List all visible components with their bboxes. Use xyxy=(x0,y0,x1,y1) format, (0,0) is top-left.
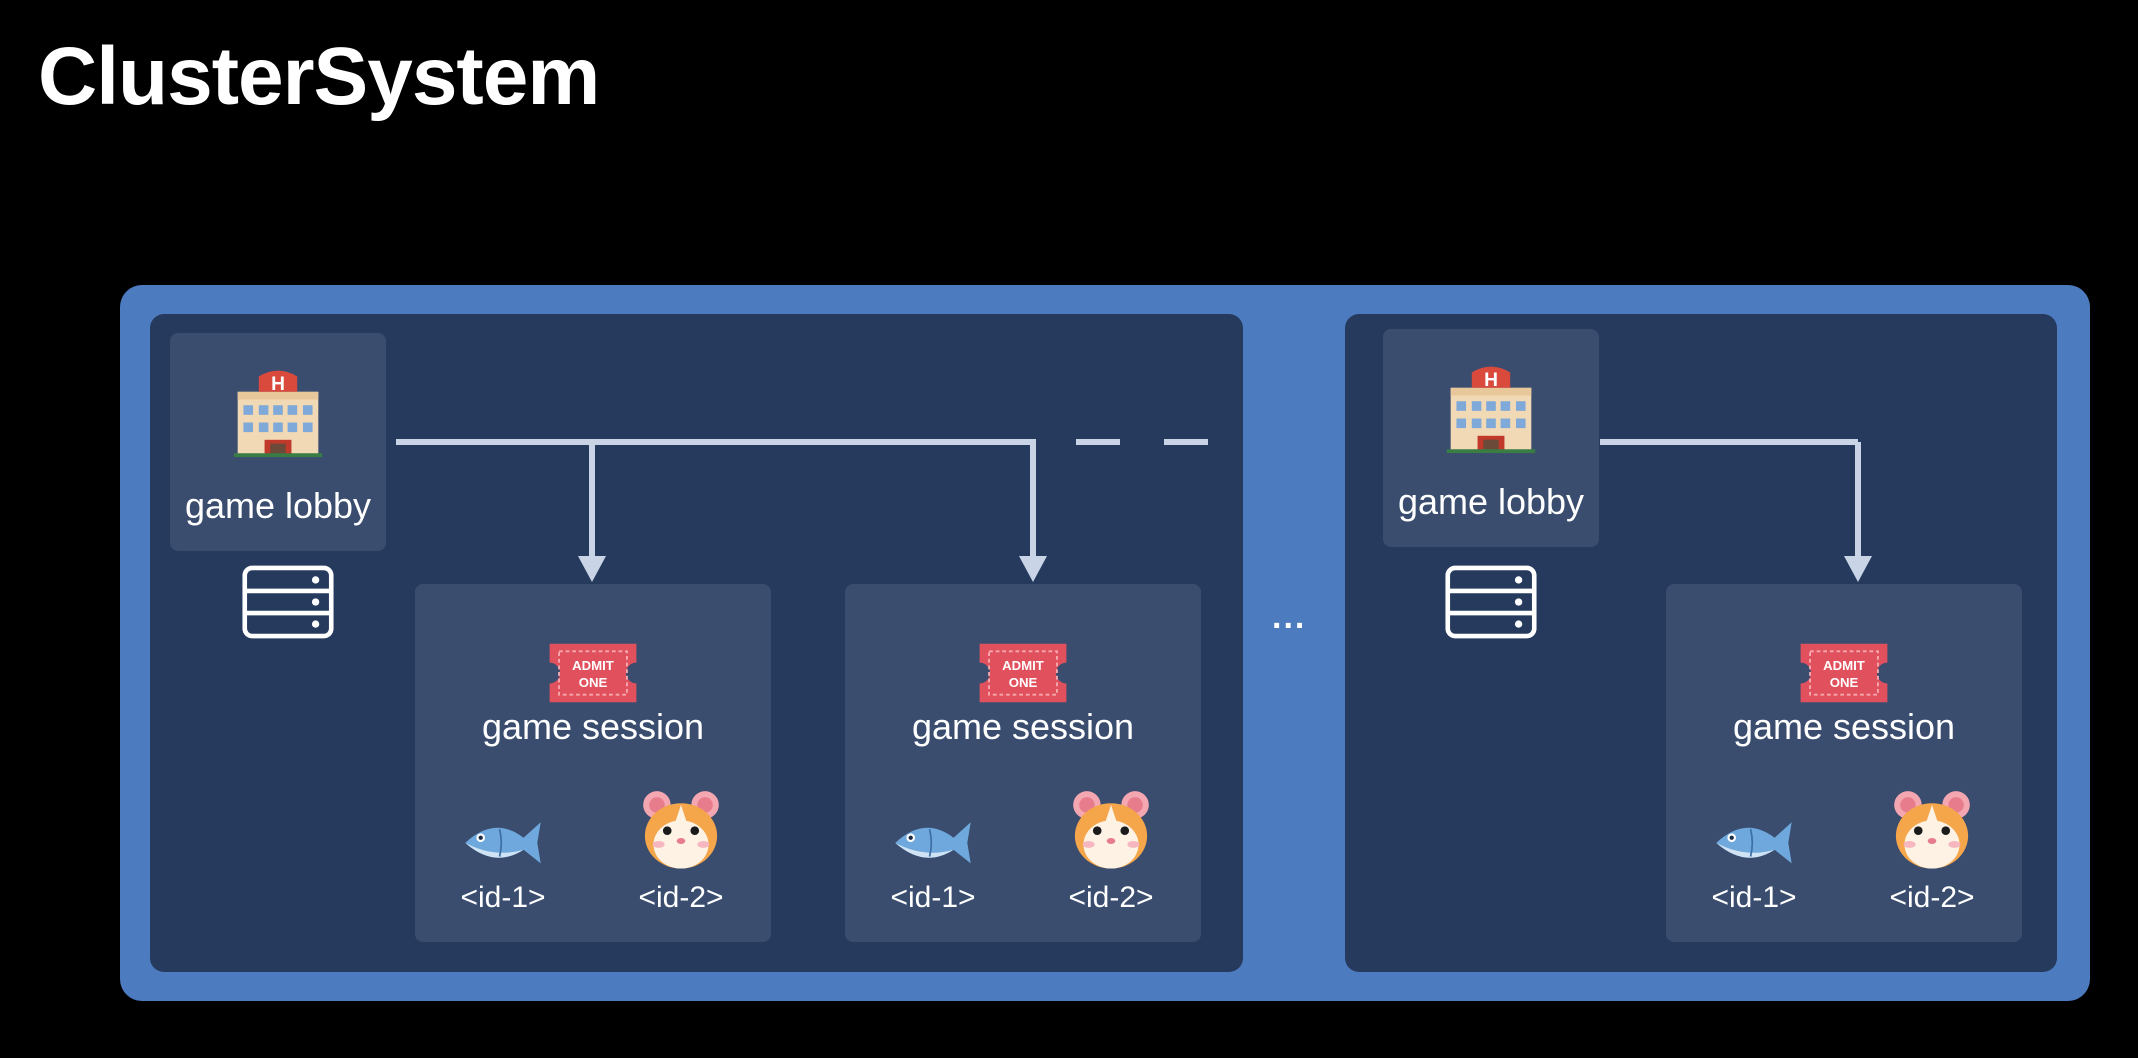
arrowhead-icon xyxy=(1844,556,1872,582)
player-fish: <id-1> xyxy=(443,812,563,915)
player-hamster: <id-2> xyxy=(1051,812,1171,915)
player-id-label: <id-2> xyxy=(1068,881,1154,914)
arrowhead-icon xyxy=(578,556,606,582)
player-fish: <id-1> xyxy=(873,812,993,915)
game-lobby-label: game lobby xyxy=(1397,481,1585,522)
game-lobby-card: game lobby xyxy=(170,333,386,551)
game-session-label: game session xyxy=(1732,706,1956,747)
player-id-label: <id-1> xyxy=(890,881,976,914)
player-fish: <id-1> xyxy=(1694,812,1814,915)
game-session-label: game session xyxy=(481,706,705,747)
game-session-card-3: game session <id-1> <id-2> xyxy=(1666,584,2022,942)
game-lobby-label: game lobby xyxy=(184,485,372,526)
player-id-label: <id-2> xyxy=(1889,881,1975,914)
cluster-node-2: game lobby game session <id-1> <id-2> xyxy=(1345,314,2057,972)
cluster-node-1: game lobby game session <id-1> <id-2> ga… xyxy=(150,314,1243,972)
more-nodes-ellipsis: ... xyxy=(1272,598,1307,636)
game-lobby-card: game lobby xyxy=(1383,329,1599,547)
player-hamster: <id-2> xyxy=(621,812,741,915)
player-id-label: <id-1> xyxy=(460,881,546,914)
slide-title: ClusterSystem xyxy=(38,31,600,122)
game-session-card-1: game session <id-1> <id-2> xyxy=(415,584,771,942)
game-session-card-2: game session <id-1> <id-2> xyxy=(845,584,1201,942)
arrowhead-icon xyxy=(1019,556,1047,582)
player-hamster: <id-2> xyxy=(1872,812,1992,915)
game-session-label: game session xyxy=(911,706,1135,747)
player-id-label: <id-2> xyxy=(638,881,724,914)
player-id-label: <id-1> xyxy=(1711,881,1797,914)
